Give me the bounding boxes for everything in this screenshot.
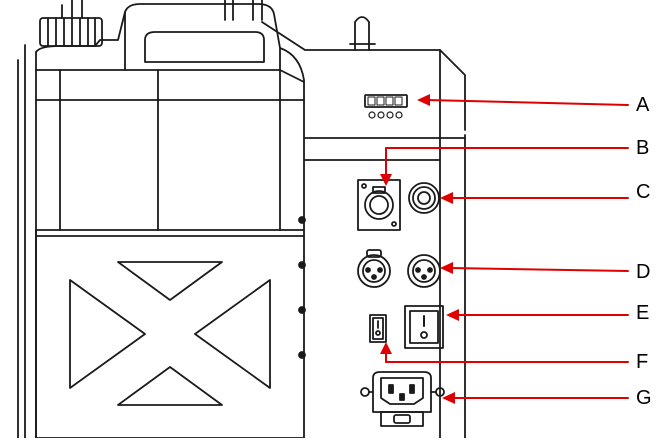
dmx-out-connector [407,254,441,288]
arrowhead-d [440,262,453,274]
dmx-display [364,94,408,119]
container-holder-bracket [35,229,305,439]
fluid-container [35,3,305,439]
power-in-connector [357,179,401,231]
power-switch [404,305,444,349]
side-screws [298,216,306,359]
callout-label-c: C [636,181,651,203]
callout-label-b: B [636,137,650,159]
callout-label-e: E [636,302,650,324]
arrowhead-b [380,174,392,186]
iec-power-inlet [360,371,445,427]
arrowhead-c [440,192,453,204]
callout-label-a: A [636,94,650,116]
housing-outline [17,0,466,439]
arrowhead-f [380,342,392,354]
callout-label-d: D [636,261,651,283]
arrow-a [426,99,629,106]
arrowhead-g [442,392,455,404]
container-cap [39,0,103,47]
dmx-in-connector [357,249,391,288]
callout-arrows [380,94,629,404]
callout-label-f: F [636,351,649,373]
power-out-connector [408,182,440,214]
fuse-switch [369,314,387,343]
arrowhead-a [417,94,430,106]
arrowhead-e [446,309,459,321]
callout-label-g: G [636,387,652,409]
arrow-d [449,267,629,272]
